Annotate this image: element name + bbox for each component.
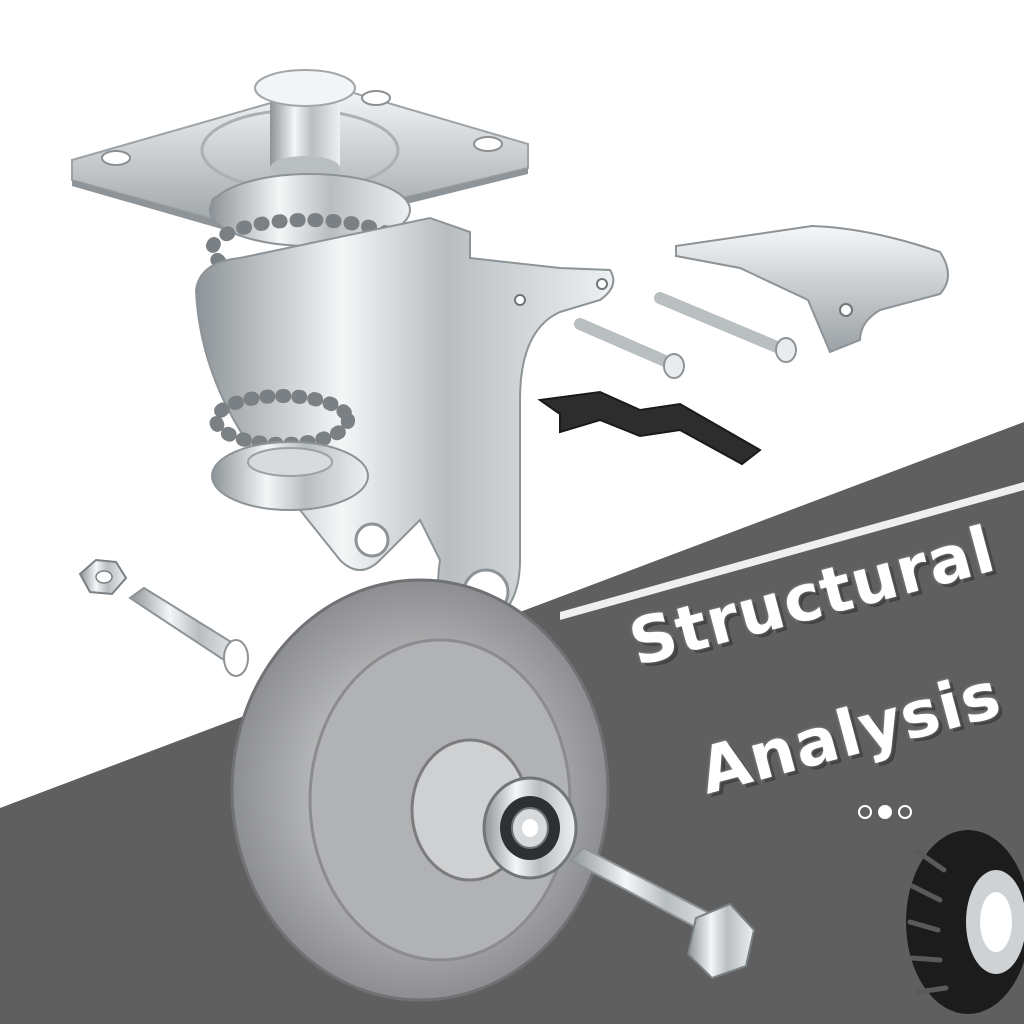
hex-nut (78, 558, 128, 596)
brake-pin-long (574, 318, 685, 379)
spring-clip (537, 390, 762, 466)
wheel-bearing (482, 776, 578, 880)
band-highlight-line (560, 482, 1024, 620)
tire-icon (906, 830, 1024, 1014)
carousel-dot-3[interactable] (898, 805, 912, 819)
carousel-dot-1[interactable] (858, 805, 872, 819)
brake-pedal (675, 224, 949, 354)
axle-sleeve (128, 586, 249, 677)
brake-pin-short (654, 292, 797, 363)
axle-bolt (568, 846, 756, 980)
carousel-dot-2[interactable] (878, 805, 892, 819)
lower-bearing (209, 389, 369, 511)
kingpin (254, 69, 356, 180)
fork-bracket (194, 216, 615, 632)
carousel-indicator[interactable] (858, 805, 912, 819)
